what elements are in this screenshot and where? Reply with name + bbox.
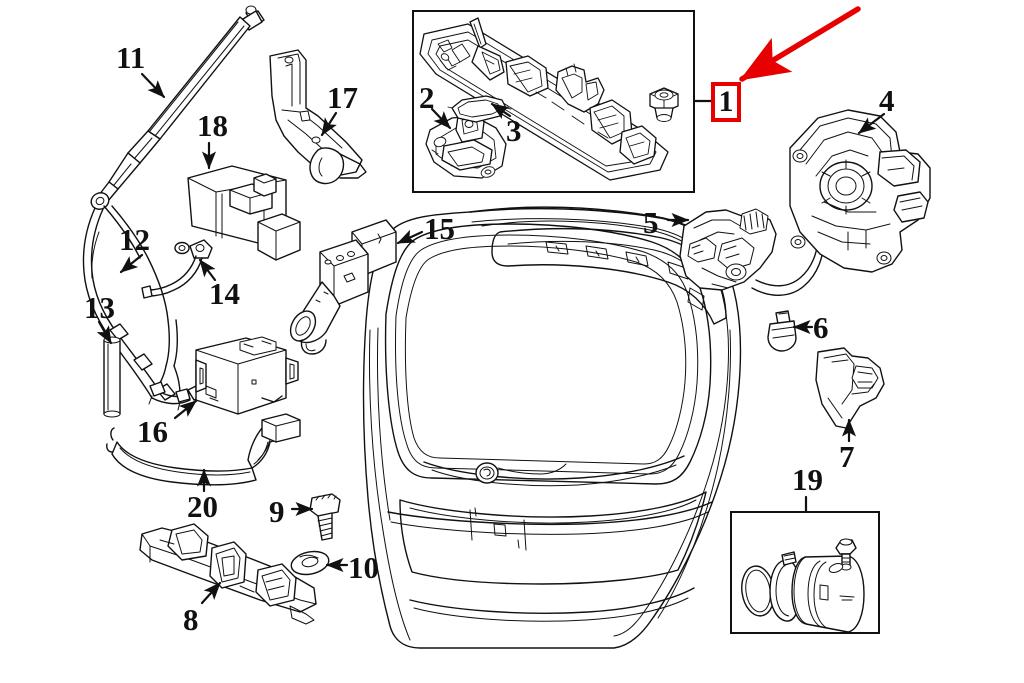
callout-label-8: 8 [183, 602, 199, 637]
part-11-gas-strut [90, 5, 265, 210]
callout-label-9: 9 [269, 494, 285, 529]
callout-label-14: 14 [209, 276, 240, 311]
part-16-control-module [195, 336, 299, 415]
callout-label-11: 11 [116, 40, 146, 75]
callout-label-19: 19 [792, 462, 823, 497]
callout-label-5: 5 [643, 205, 659, 240]
callout-label-12: 12 [119, 222, 150, 257]
callout-label-7: 7 [839, 439, 855, 474]
part-15-spindle-actuator [289, 219, 397, 355]
leader-16 [173, 399, 198, 420]
part-8-lower-handle [139, 523, 317, 625]
callout-label-10: 10 [348, 550, 379, 585]
part-5-latch-assembly [679, 208, 829, 296]
callout-label-16: 16 [137, 414, 168, 449]
leader-17 [320, 111, 338, 137]
leader-12 [119, 253, 144, 274]
red-highlight-arrow [739, 6, 861, 82]
callout-label-15: 15 [424, 211, 455, 246]
part-14-link-rod [141, 239, 213, 299]
part-12-wiring-harness [82, 205, 207, 411]
part-17-hinge-bracket [269, 49, 367, 185]
leader-3 [490, 102, 512, 120]
inset-box-1 [412, 10, 695, 193]
part-1-stop-lamp-bar [419, 17, 679, 181]
leader-11 [140, 72, 166, 99]
leader-4 [857, 112, 886, 135]
liftgate-panel-outline [362, 206, 742, 649]
leader-14 [198, 258, 217, 282]
part-18-ecu-box [187, 165, 301, 261]
part-20-trim-strip [106, 413, 301, 486]
callout-label-13: 13 [84, 290, 115, 325]
inset-box-19 [730, 511, 880, 634]
callout-label-18: 18 [197, 108, 228, 143]
callout-label-6: 6 [813, 310, 829, 345]
part-19-motor-kit [741, 538, 865, 633]
part-4-power-drive-unit [789, 109, 931, 273]
leader-15 [396, 229, 424, 245]
callout-label-4: 4 [879, 83, 895, 118]
part-6-striker-bolt [767, 310, 797, 352]
leader-13 [96, 320, 113, 345]
part-9-screw [309, 493, 341, 541]
highlighted-callout-1: 1 [711, 82, 741, 122]
callout-label-2: 2 [419, 80, 435, 115]
part-7-striker-bracket [815, 347, 885, 429]
callout-label-20: 20 [187, 489, 218, 524]
leader-8 [200, 581, 222, 605]
callout-label-17: 17 [327, 80, 358, 115]
leader-2 [430, 107, 452, 130]
callout-label-3: 3 [506, 113, 522, 148]
part-13-sleeve [103, 336, 121, 418]
